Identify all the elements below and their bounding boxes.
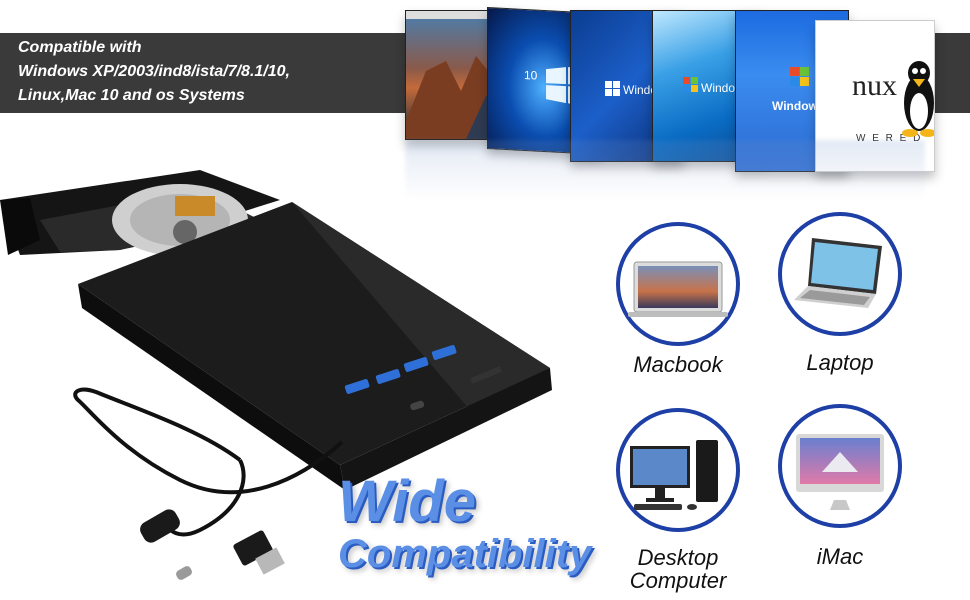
linux-screen: nux W E R E D <box>815 20 935 172</box>
screens-reflection <box>405 140 925 200</box>
headline-compatibility: Compatibility <box>338 532 592 576</box>
desktop-label-line-2: Computer <box>629 568 727 593</box>
desktop-computer-label: Desktop Computer <box>606 546 750 592</box>
banner-text: Compatible with Windows XP/2003/ind8/ist… <box>18 36 290 108</box>
headline-wide: Wide <box>338 469 477 534</box>
banner-line-1: Compatible with <box>18 39 142 56</box>
banner-line-2: Windows XP/2003/ind8/ista/7/8.1/10, <box>18 63 290 80</box>
imac-label: iMac <box>816 544 864 569</box>
macbook-icon <box>628 261 728 317</box>
desktop-computer-icon <box>630 440 718 510</box>
laptop-circle <box>778 212 902 336</box>
linux-sub: W E R E D <box>856 133 923 144</box>
win10-label: 10 <box>524 67 538 83</box>
desktop-label-line-1: Desktop <box>637 545 719 570</box>
imac-icon <box>796 434 884 510</box>
laptop-icon <box>794 238 882 308</box>
laptop-label: Laptop <box>806 350 874 375</box>
desktop-computer-circle <box>616 408 740 532</box>
macbook-circle <box>616 222 740 346</box>
dvd-drive-product-image <box>0 170 552 580</box>
imac-circle <box>778 404 902 528</box>
macbook-label: Macbook <box>633 352 723 377</box>
tux-penguin-icon <box>902 61 934 137</box>
banner-line-3: Linux,Mac 10 and os Systems <box>18 87 245 104</box>
winxp-label: Windows <box>772 99 825 113</box>
linux-word: nux <box>852 69 897 102</box>
